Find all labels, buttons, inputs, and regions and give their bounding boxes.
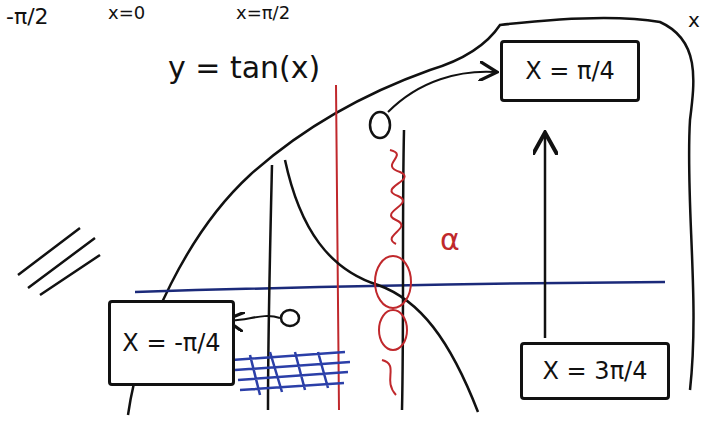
handwritten-label: y = tan(x) [168, 50, 320, 85]
handwritten-label: x=0 [108, 2, 145, 23]
handwritten-label: α [440, 222, 460, 257]
handwritten-label: x=π/2 [236, 2, 290, 23]
equation-text: X = π/4 [525, 57, 615, 85]
answer-box: X = π/4 [500, 40, 640, 102]
handwritten-label: -π/2 [6, 4, 49, 29]
equation-text: X = 3π/4 [543, 357, 648, 385]
answer-box: X = 3π/4 [520, 342, 670, 400]
equation-text: X = -π/4 [122, 329, 220, 357]
answer-box: X = -π/4 [108, 300, 235, 386]
handwritten-label: x [688, 8, 700, 32]
